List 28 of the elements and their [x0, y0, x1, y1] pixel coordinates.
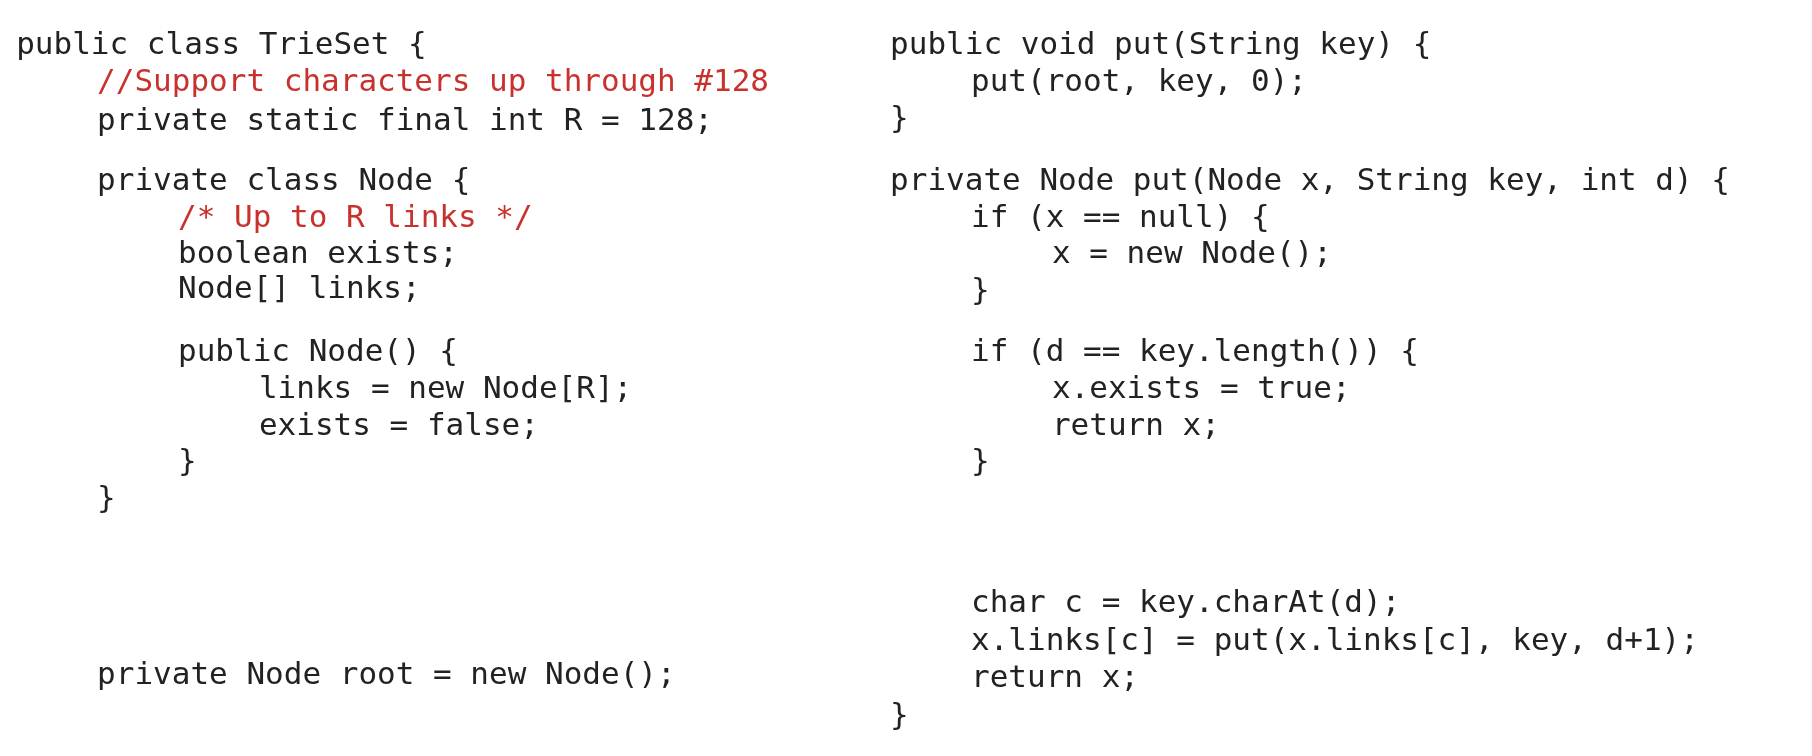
code-line: public Node() {	[178, 331, 458, 368]
code-line: /* Up to R links */	[178, 197, 533, 234]
code-line: exists = false;	[258, 405, 539, 442]
code-line: private Node root = new Node();	[97, 655, 676, 692]
code-line: }	[97, 478, 116, 515]
code-line: boolean exists;	[178, 233, 458, 270]
code-line: x.links[c] = put(x.links[c], key, d+1);	[971, 620, 1699, 657]
code-line: if (x == null) {	[971, 197, 1270, 234]
code-line: put(root, key, 0);	[971, 62, 1307, 99]
code-line: links = new Node[R];	[258, 368, 633, 405]
code-line: char c = key.charAt(d);	[971, 582, 1401, 619]
code-line: }	[890, 695, 909, 732]
code-line: }	[178, 441, 197, 478]
code-line: Node[] links;	[178, 269, 421, 306]
code-line: x.exists = true;	[1051, 368, 1351, 405]
code-line: }	[971, 441, 990, 478]
code-line: public void put(String key) {	[890, 25, 1432, 62]
code-line: if (d == key.length()) {	[971, 331, 1419, 368]
code-line: //Support characters up through #128	[97, 62, 769, 99]
code-line: private Node put(Node x, String key, int d) {	[890, 160, 1730, 197]
code-line: private class Node {	[97, 160, 471, 197]
code-line: return x;	[971, 657, 1139, 694]
code-line: x = new Node();	[1051, 233, 1332, 270]
code-line: public class TrieSet {	[16, 25, 427, 62]
code-line: }	[890, 99, 909, 136]
code-line: }	[971, 270, 990, 307]
code-line: return x;	[1051, 405, 1220, 442]
code-line: private static final int R = 128;	[97, 100, 713, 137]
